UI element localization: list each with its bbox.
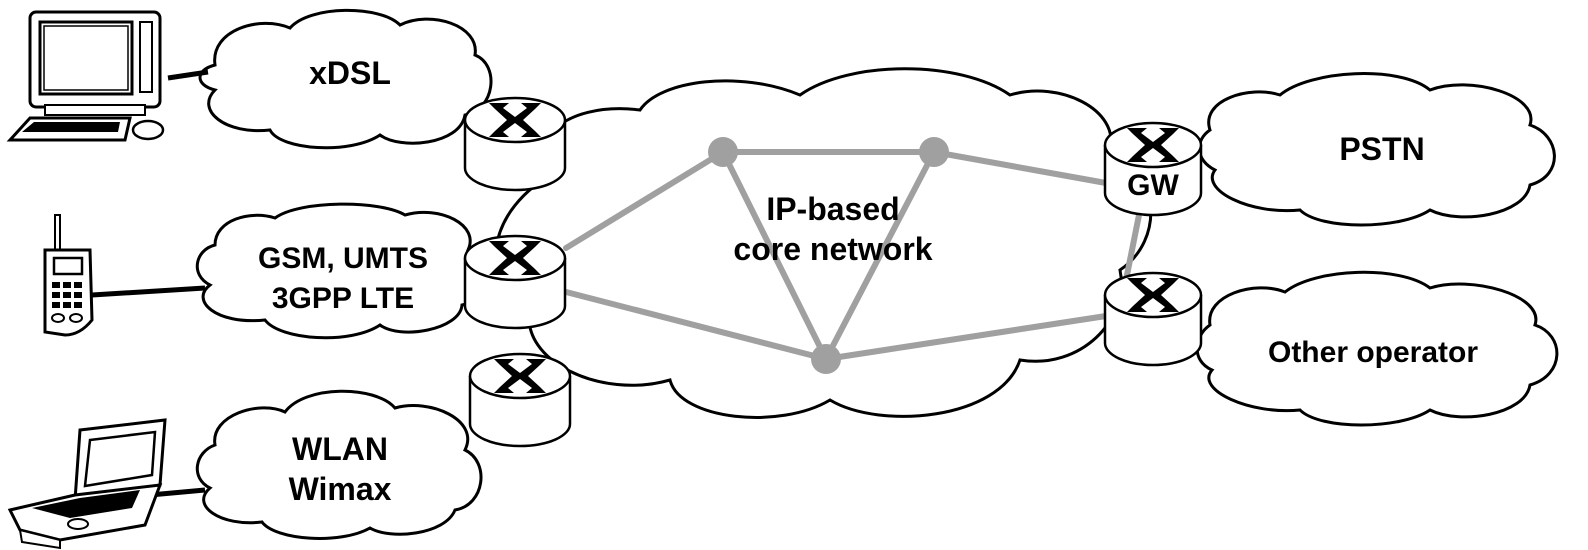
laptop-link — [149, 487, 206, 498]
desktop-link — [167, 69, 209, 81]
wlan-label-line1: WLAN — [292, 431, 388, 467]
router-icon — [468, 352, 572, 448]
core-network-label-line2: core network — [733, 231, 932, 267]
core-node — [919, 137, 949, 167]
gsm-label-line1: GSM, UMTS — [258, 242, 428, 275]
gateway-router-icon — [1103, 121, 1203, 217]
other-operator-cloud — [1195, 270, 1559, 427]
router-icon — [1103, 271, 1203, 367]
xdsl-label: xDSL — [309, 55, 391, 91]
gsm-label-line2: 3GPP LTE — [272, 282, 414, 315]
core-node — [811, 344, 841, 374]
core-link — [931, 149, 1109, 186]
other-operator-label: Other operator — [1268, 336, 1478, 369]
phone-link — [91, 285, 206, 298]
core-link — [823, 149, 937, 362]
router-icon — [463, 234, 567, 330]
gateway-label: GW — [1127, 169, 1179, 202]
router-icon — [463, 96, 567, 192]
core-link — [563, 289, 829, 362]
pstn-cloud — [1197, 72, 1556, 227]
core-network-label-line1: IP-based — [766, 191, 899, 227]
core-link — [1123, 207, 1143, 283]
core-link — [720, 149, 829, 362]
pstn-label: PSTN — [1339, 131, 1424, 167]
core-link — [563, 149, 726, 251]
desktop-computer-icon — [6, 10, 165, 142]
wlan-cloud — [195, 389, 483, 540]
core-link — [823, 313, 1109, 362]
mobile-phone-icon — [43, 214, 94, 337]
gsm-cloud — [195, 202, 486, 340]
core-node — [708, 137, 738, 167]
laptop-icon — [7, 418, 167, 550]
wlan-label-line2: Wimax — [289, 471, 392, 507]
